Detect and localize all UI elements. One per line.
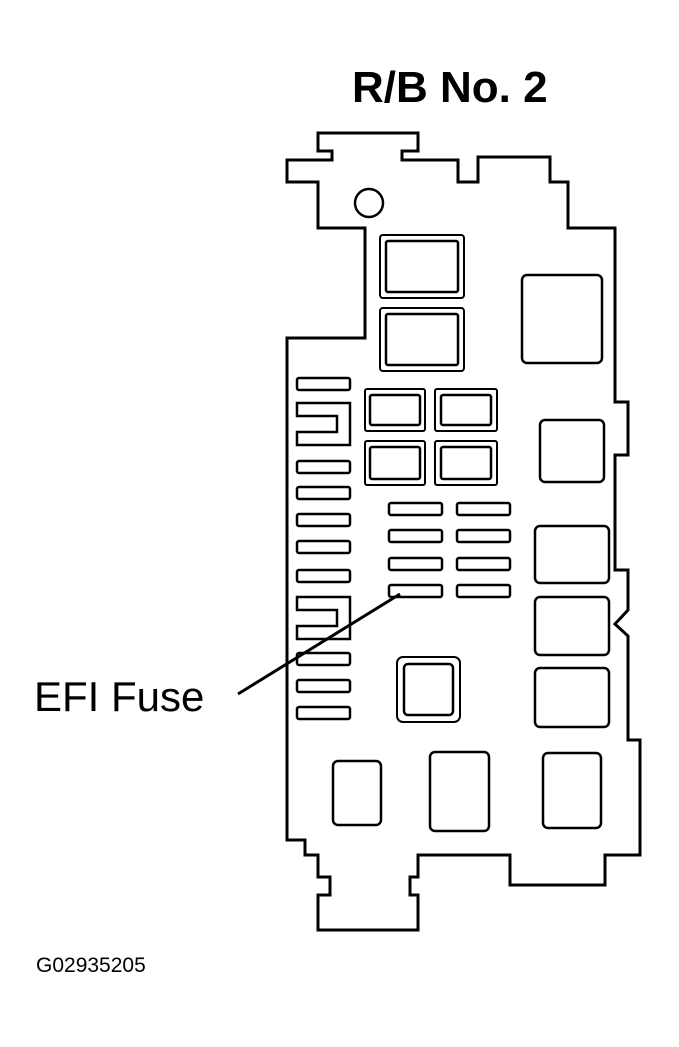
relay-block-outline (287, 133, 640, 930)
relay-medium-3-outer (365, 441, 425, 485)
relay-large-1-inner (386, 241, 458, 292)
relay-medium-1-outer (365, 389, 425, 431)
fuse-slot-left-6 (297, 541, 350, 553)
relay-medium-3-inner (370, 447, 420, 479)
relay-large-2-inner (386, 314, 458, 365)
relay-medium-2-outer (435, 389, 497, 431)
efi-fuse-label: EFI Fuse (34, 673, 205, 720)
fuse-slot-efi (389, 585, 442, 597)
mounting-hole (355, 189, 383, 217)
fuse-slot-center-6 (457, 558, 510, 570)
fuse-slot-left-1 (297, 378, 350, 390)
fuse-slot-left-8-hook (297, 597, 350, 639)
relay-medium-4-inner (441, 447, 491, 479)
relay-large-1-outer (380, 235, 464, 298)
relay-right-4 (535, 597, 609, 655)
relay-bottom-1 (333, 761, 381, 825)
relay-right-1 (522, 275, 602, 363)
relay-medium-1-inner (370, 395, 420, 425)
fuse-slot-left-2-hook (297, 403, 350, 445)
relay-medium-4-outer (435, 441, 497, 485)
fuse-slot-center-8 (457, 585, 510, 597)
fuse-slot-left-3 (297, 461, 350, 473)
fuse-slot-left-9 (297, 653, 350, 665)
fuse-slot-left-5 (297, 514, 350, 526)
fuse-slot-left-4 (297, 487, 350, 499)
fuse-slot-center-3 (389, 530, 442, 542)
relay-right-2 (540, 420, 604, 482)
diagram-title: R/B No. 2 (352, 63, 548, 112)
fuse-slot-center-4 (457, 530, 510, 542)
relay-bottom-2 (430, 752, 489, 831)
figure-id: G02935205 (36, 954, 146, 977)
fuse-slot-center-2 (457, 503, 510, 515)
fuse-slot-center-5 (389, 558, 442, 570)
relay-right-5 (535, 668, 609, 727)
fuse-slot-left-11 (297, 707, 350, 719)
relay-right-3 (535, 526, 609, 583)
fuse-slot-left-7 (297, 570, 350, 582)
relay-bottom-3 (543, 753, 601, 828)
relay-medium-2-inner (441, 395, 491, 425)
fuse-slot-left-10 (297, 680, 350, 692)
efi-leader-line (238, 594, 400, 694)
relay-center-square-inner (404, 664, 453, 715)
relay-large-2-outer (380, 308, 464, 371)
fuse-slot-center-1 (389, 503, 442, 515)
relay-center-square-outer (397, 657, 460, 722)
